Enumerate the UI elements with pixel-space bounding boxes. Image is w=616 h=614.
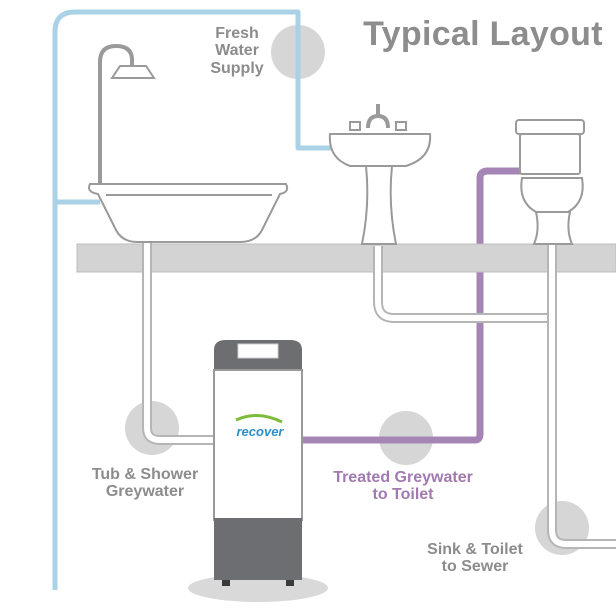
tub-greywater-label: Tub & Shower Greywater [70, 466, 220, 501]
fresh-water-pipe [52, 9, 332, 590]
recover-unit [213, 340, 303, 586]
fresh-water-label-line1: Fresh [215, 25, 259, 42]
diagram-title: Typical Layout [363, 15, 603, 53]
shower-head-icon [98, 43, 156, 195]
sewer-pipe [547, 242, 616, 549]
sewer-label: Sink & Toilet to Sewer [410, 541, 540, 576]
waste-pipes [142, 242, 616, 549]
floor-slab [76, 243, 616, 273]
treated-label-line2: to Toilet [372, 486, 434, 504]
treated-greywater-label: Treated Greywater to Toilet [322, 469, 484, 504]
sink-icon [328, 104, 432, 245]
sewer-label-line2: to Sewer [441, 558, 509, 576]
sewer-label-line1: Sink & Toilet [427, 541, 523, 558]
treated-greywater-pipe [298, 167, 522, 444]
recover-logo: recover [236, 424, 284, 439]
treated-label-line1: Treated Greywater [333, 469, 473, 486]
bathtub-icon [88, 183, 289, 243]
fresh-water-label-line2: Water [215, 42, 259, 60]
fresh-water-label: Fresh Water Supply [196, 25, 278, 77]
tub-label-line2: Greywater [105, 483, 185, 501]
tub-label-line1: Tub & Shower [91, 466, 199, 483]
toilet-icon [515, 119, 585, 245]
fresh-water-label-line3: Supply [210, 59, 264, 77]
